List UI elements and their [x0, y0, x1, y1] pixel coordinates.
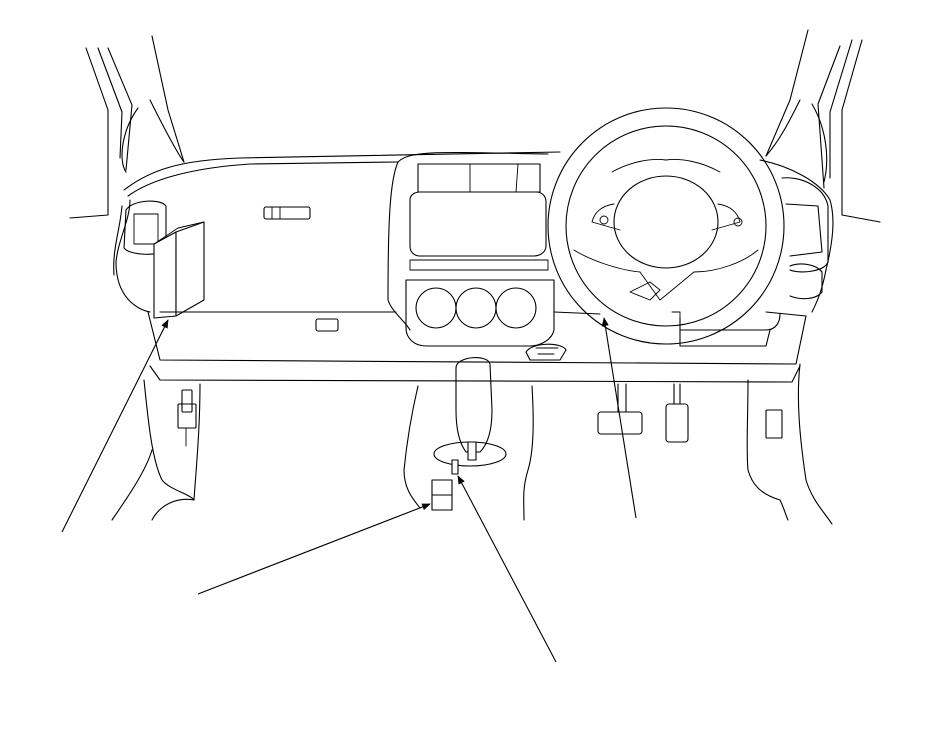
shift-lever-stem: [467, 441, 477, 461]
left-panel-clip: [181, 389, 193, 413]
center-dial-icon: [455, 287, 497, 329]
left-dial-icon: [415, 287, 457, 329]
climate-control-dials: [415, 287, 537, 329]
lower-dash-panel: [147, 311, 807, 383]
center-stack: [387, 151, 555, 347]
left-footwell: [111, 379, 201, 521]
parking-brake-lever: [525, 343, 567, 361]
right-footwell: [746, 363, 833, 525]
leader-shift-lever-sensor: [457, 475, 557, 663]
airbag-hub-icon: [613, 175, 719, 269]
callout-leaders: [61, 317, 637, 663]
dashboard-top: [113, 151, 834, 313]
left-a-pillar: [69, 35, 185, 219]
right-dash-area: [671, 177, 829, 347]
accelerator-pedal: [665, 403, 689, 443]
shift-lever: [455, 357, 493, 453]
brake-pedal: [597, 411, 643, 435]
pedals: [597, 383, 689, 443]
right-panel-clip: [765, 409, 783, 439]
shift-lever-sensor: [451, 459, 459, 475]
dash-button: [315, 318, 339, 332]
center-console: [403, 357, 534, 521]
right-a-pillar: [765, 29, 881, 223]
under-dash-unit-left: [153, 221, 205, 319]
steering-column-unit: [629, 281, 661, 301]
steering-wheel: [547, 107, 785, 345]
glovebox-handle: [263, 206, 311, 220]
leader-center-floor-unit: [197, 503, 431, 595]
leader-steering-column-unit: [601, 317, 637, 519]
leader-under-dash-unit: [61, 319, 169, 533]
right-dial-icon: [495, 287, 537, 329]
